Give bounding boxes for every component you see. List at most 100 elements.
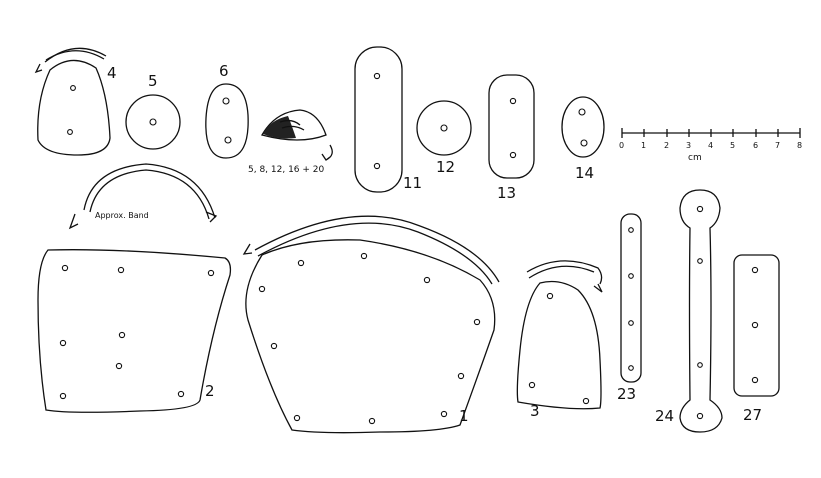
piece-4-hole <box>67 129 73 135</box>
piece-13-hole <box>509 97 517 105</box>
piece-4: 4 <box>34 47 117 156</box>
label-14: 14 <box>575 164 594 182</box>
cluster-line <box>281 125 305 131</box>
cluster-caption: 5, 8, 12, 16 + 20 <box>248 165 325 175</box>
piece-23-hole <box>628 365 634 371</box>
piece-27-hole <box>751 321 759 329</box>
piece-27-hole <box>751 376 759 384</box>
piece-27: 27 <box>733 254 780 424</box>
band-2-arrow-left <box>68 213 79 230</box>
piece-23-hole <box>628 273 634 279</box>
piece-2-plate <box>37 249 232 413</box>
scale-tick-label: 2 <box>664 141 669 150</box>
piece-2-hole <box>59 392 67 400</box>
piece-24: 24 <box>655 189 723 433</box>
scale-bar: 0 1 2 3 4 5 6 7 8 cm <box>619 128 802 163</box>
piece-14-hole <box>580 139 588 147</box>
piece-24-hole <box>697 362 703 368</box>
label-1: 1 <box>459 407 469 425</box>
band-note: Approx. Band <box>95 211 149 220</box>
piece-1-hole <box>423 276 431 284</box>
piece-1: 1 <box>245 239 496 434</box>
label-13: 13 <box>497 184 516 202</box>
piece-23-plate <box>620 213 642 383</box>
cluster-line <box>279 119 301 126</box>
piece-1-hole <box>297 259 305 267</box>
band-1 <box>242 215 500 285</box>
piece-13-hole <box>509 151 517 159</box>
piece-1-hole <box>457 372 465 380</box>
piece-14-hole <box>578 108 586 116</box>
piece-12-hole <box>440 124 448 132</box>
scale-tick-label: 4 <box>708 141 713 150</box>
piece-1-hole <box>440 410 448 418</box>
piece-24-hole <box>696 205 704 213</box>
piece-1-plate <box>245 239 496 434</box>
scale-tick-label: 3 <box>686 141 691 150</box>
band-1-arrow <box>242 243 253 255</box>
piece-5-hole <box>149 118 157 126</box>
piece-23: 23 <box>617 213 642 403</box>
piece-24-hole <box>697 258 703 264</box>
scale-unit: cm <box>688 153 702 163</box>
label-5: 5 <box>148 72 158 90</box>
band-2-arrow-right <box>205 211 218 223</box>
scale-tick-label: 5 <box>730 141 735 150</box>
piece-2-hole <box>115 362 123 370</box>
label-23: 23 <box>617 385 636 403</box>
scale-tick-label: 1 <box>641 141 646 150</box>
piece-23-hole <box>628 227 634 233</box>
piece-1-hole <box>473 318 481 326</box>
label-2: 2 <box>205 382 215 400</box>
piece-6-plate <box>205 83 249 159</box>
piece-24-hole <box>696 412 704 420</box>
piece-2-hole <box>117 266 125 274</box>
piece-2-hole <box>207 269 215 277</box>
piece-6-hole <box>224 136 232 144</box>
band-2: Approx. Band <box>68 163 218 230</box>
piece-2-hole <box>59 339 67 347</box>
piece-6-hole <box>222 97 230 105</box>
scale-tick-label: 7 <box>775 141 780 150</box>
scale-tick-label: 6 <box>753 141 758 150</box>
piece-2-hole <box>177 390 185 398</box>
label-11: 11 <box>403 174 422 192</box>
label-3: 3 <box>530 402 540 420</box>
piece-1-hole <box>270 342 278 350</box>
piece-5: 5 <box>125 72 181 150</box>
piece-11-plate <box>354 46 403 193</box>
piece-11-hole <box>373 162 381 170</box>
piece-13-plate <box>488 74 535 179</box>
piece-13: 13 <box>488 74 535 202</box>
piece-6: 6 <box>205 62 249 159</box>
scale-tick-label: 8 <box>797 141 802 150</box>
piece-4-plate <box>37 59 111 156</box>
label-24: 24 <box>655 407 674 425</box>
piece-4-arrow <box>34 63 43 74</box>
piece-2-hole <box>61 264 69 272</box>
piece-3: 3 <box>516 280 602 420</box>
label-6: 6 <box>219 62 229 80</box>
piece-27-hole <box>751 266 759 274</box>
scale-tick-label: 0 <box>619 141 624 150</box>
band-3-outer <box>526 260 603 285</box>
band-2-inner <box>89 169 210 220</box>
piece-11-hole <box>373 72 381 80</box>
piece-12: 12 <box>416 100 472 176</box>
piece-3-plate <box>516 280 602 410</box>
piece-2: 2 <box>37 249 232 413</box>
piece-14-plate <box>561 96 605 158</box>
band-3 <box>526 260 603 293</box>
piece-23-hole <box>628 320 634 326</box>
piece-1-hole <box>258 285 266 293</box>
band-1-outer <box>254 215 500 283</box>
piece-4-hole <box>70 85 76 91</box>
piece-2-hole <box>118 331 126 339</box>
piece-3-hole <box>546 292 554 300</box>
label-4: 4 <box>107 64 117 82</box>
band-3-arrow <box>593 283 603 293</box>
piece-1-hole <box>293 414 301 422</box>
piece-14: 14 <box>561 96 605 182</box>
